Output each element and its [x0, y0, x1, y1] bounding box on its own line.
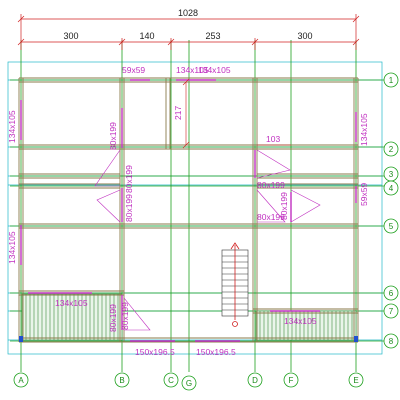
stair-arrow-icon [230, 242, 240, 327]
label-80x199-d-upper: 80x199 [257, 180, 285, 190]
corner-posts [19, 336, 358, 342]
axis-label-f: F [289, 376, 294, 385]
label-80x199-c-bottom: 80x199 [120, 302, 130, 330]
axis-label-d: D [252, 376, 258, 385]
label-134x105-terrace-right: 134x105 [284, 316, 317, 326]
label-134x105-terrace-left: 134x105 [55, 298, 88, 308]
axis-label-2: 2 [389, 145, 394, 154]
label-134x105-top-a: 134x105 [176, 65, 209, 75]
openings [20, 79, 357, 342]
label-80x199-b-bottom: 80x199 [108, 304, 118, 332]
axis-label-c: C [168, 376, 174, 385]
dimension-segment-4: 300 [297, 31, 312, 41]
dimension-segment-1: 300 [63, 31, 78, 41]
axis-label-g: G [186, 379, 192, 388]
axis-label-5: 5 [389, 222, 394, 231]
column-axis-bubbles [13, 372, 364, 391]
axis-label-e: E [353, 376, 358, 385]
axis-label-6: 6 [389, 289, 394, 298]
label-dimension-103: 103 [266, 134, 280, 144]
label-150x196-right: 150x196.5 [196, 347, 236, 357]
axis-label-b: B [119, 376, 124, 385]
dimension-lines [17, 14, 360, 50]
terrace-right [255, 310, 357, 341]
label-134x105-right: 134x105 [359, 113, 369, 146]
axis-label-8: 8 [389, 337, 394, 346]
door-swings [94, 149, 321, 331]
label-59x59-right: 59x59 [359, 183, 369, 206]
dimension-segment-3: 253 [205, 31, 220, 41]
label-80x199-f: 80x199 [279, 192, 289, 220]
axis-label-4: 4 [389, 184, 394, 193]
label-134x105-top-b: 134x105 [198, 65, 231, 75]
terrace-left [21, 293, 123, 341]
vertical-dimension-217 [182, 78, 190, 149]
dimension-segment-2: 140 [139, 31, 154, 41]
axis-label-1: 1 [389, 76, 394, 85]
label-80x199-b-mid: 80x199 [124, 165, 134, 193]
label-80x199-b-lower: 80x199 [124, 194, 134, 222]
label-59x59-top: 59x59 [122, 65, 145, 75]
overall-dimension: 1028 [178, 8, 198, 18]
label-134x105-left-top: 134x105 [7, 110, 17, 143]
axis-label-a: A [18, 376, 24, 385]
row-axis-bubbles [383, 72, 399, 349]
label-dimension-217: 217 [173, 106, 183, 120]
label-150x196-left: 150x196.5 [135, 347, 175, 357]
axis-label-7: 7 [389, 307, 394, 316]
label-134x105-left-bottom: 134x105 [7, 231, 17, 264]
label-80x199-d-lower: 80x199 [257, 212, 285, 222]
label-80x199-b-upper: 80x199 [108, 122, 118, 150]
axis-label-3: 3 [389, 170, 394, 179]
